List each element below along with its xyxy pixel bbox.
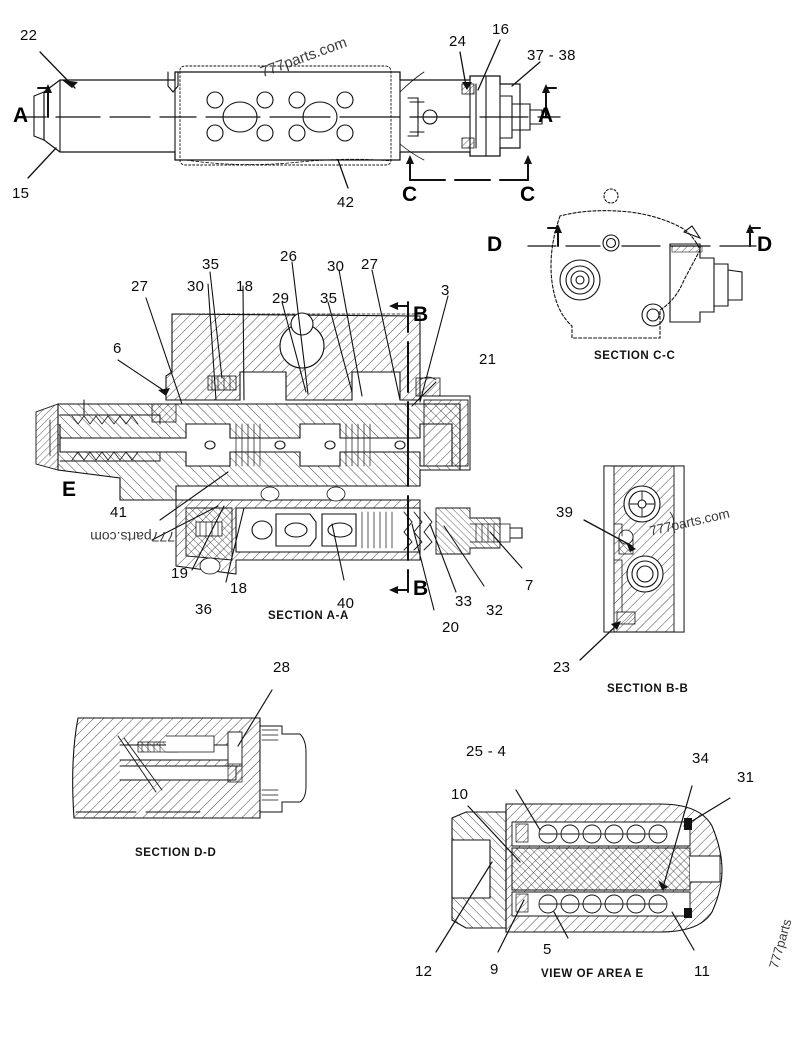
section-mark-c-right: C [520, 183, 536, 206]
callout-30-a: 30 [187, 278, 205, 295]
callout-32: 32 [486, 602, 504, 619]
caption-section-cc: SECTION C-C [594, 350, 676, 362]
callout-25-4: 25 - 4 [466, 743, 507, 760]
section-mark-b-bottom: B [413, 577, 429, 600]
callout-28: 28 [273, 659, 291, 676]
caption-view-area-e: VIEW OF AREA E [541, 968, 644, 980]
callout-23: 23 [553, 659, 571, 676]
callout-37-38: 37 - 38 [527, 47, 576, 64]
section-mark-d-right: D [757, 233, 773, 256]
callout-15: 15 [12, 185, 30, 202]
section-mark-c-left: C [402, 183, 418, 206]
callout-29: 29 [272, 290, 290, 307]
callout-36: 36 [195, 601, 213, 618]
callout-27-a: 27 [131, 278, 149, 295]
callout-31: 31 [737, 769, 755, 786]
callout-5: 5 [543, 941, 552, 958]
callout-24: 24 [449, 33, 467, 50]
callout-10: 10 [451, 786, 469, 803]
callout-41: 41 [110, 504, 128, 521]
callout-39: 39 [556, 504, 574, 521]
callout-42: 42 [337, 194, 355, 211]
callout-20: 20 [442, 619, 460, 636]
top-view-geometry [17, 39, 561, 189]
section-mark-b-top: B [413, 303, 429, 326]
callout-9: 9 [490, 961, 499, 978]
callout-30-b: 30 [327, 258, 345, 275]
view-area-e-geometry [435, 785, 731, 953]
callout-22: 22 [20, 27, 38, 44]
section-cc-geometry [527, 188, 761, 339]
callout-21: 21 [479, 351, 497, 368]
callout-35-a: 35 [202, 256, 220, 273]
callout-19: 19 [171, 565, 189, 582]
callout-7: 7 [525, 577, 534, 594]
callout-6: 6 [113, 340, 122, 357]
callout-12: 12 [415, 963, 433, 980]
callout-26: 26 [280, 248, 298, 265]
section-mark-a-right: A [538, 104, 554, 127]
callout-34: 34 [692, 750, 710, 767]
callout-40: 40 [337, 595, 355, 612]
callout-18-a: 18 [236, 278, 254, 295]
callout-16: 16 [492, 21, 510, 38]
section-mark-e: E [62, 478, 77, 501]
section-bb-geometry [579, 465, 685, 661]
section-mark-d-left: D [487, 233, 503, 256]
caption-section-aa: SECTION A-A [268, 610, 349, 622]
watermark-section-aa: 777parts.com [90, 529, 175, 545]
section-aa-geometry [35, 261, 523, 611]
caption-section-dd: SECTION D-D [135, 847, 217, 859]
callout-18-b: 18 [230, 580, 248, 597]
section-dd-geometry [72, 689, 307, 819]
callout-33: 33 [455, 593, 473, 610]
callout-35-b: 35 [320, 290, 338, 307]
callout-11: 11 [694, 963, 711, 980]
caption-section-bb: SECTION B-B [607, 683, 689, 695]
section-mark-a-left: A [13, 104, 29, 127]
callout-27-b: 27 [361, 256, 379, 273]
callout-3: 3 [441, 282, 450, 299]
